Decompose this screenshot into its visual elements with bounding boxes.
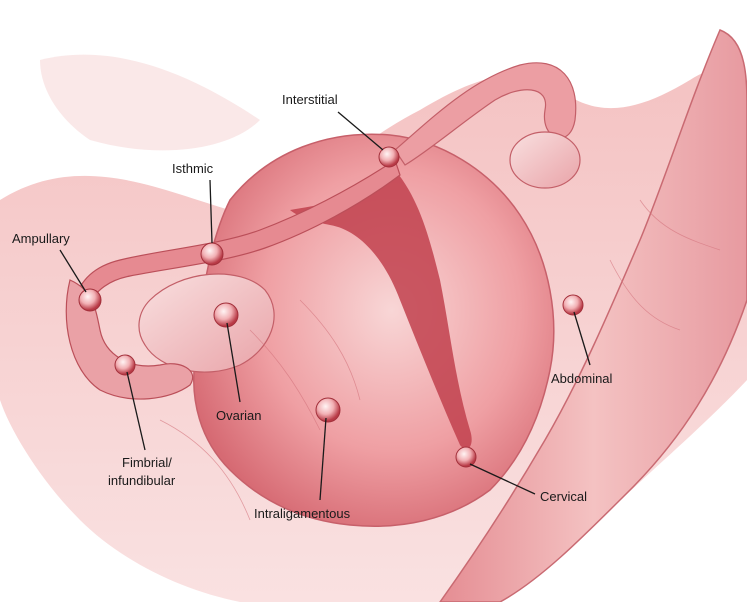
label-interstitial: Interstitial bbox=[282, 92, 338, 107]
sac-isthmic bbox=[201, 243, 223, 265]
sac-cervical bbox=[456, 447, 476, 467]
label-intraligamentous: Intraligamentous bbox=[254, 506, 351, 521]
upper-tissue bbox=[40, 55, 260, 151]
right-fimbriae bbox=[510, 132, 580, 188]
sac-ovarian bbox=[214, 303, 238, 327]
sac-fimbrial bbox=[115, 355, 135, 375]
sac-ampullary bbox=[79, 289, 101, 311]
label-isthmic: Isthmic bbox=[172, 161, 214, 176]
label-ovarian: Ovarian bbox=[216, 408, 262, 423]
sac-abdominal bbox=[563, 295, 583, 315]
label-abdominal: Abdominal bbox=[551, 371, 613, 386]
sac-intraligamentous bbox=[316, 398, 340, 422]
label-ampullary: Ampullary bbox=[12, 231, 70, 246]
label-fimbrial-line1: Fimbrial/ bbox=[122, 455, 172, 470]
label-fimbrial-line2: infundibular bbox=[108, 473, 176, 488]
label-cervical: Cervical bbox=[540, 489, 587, 504]
